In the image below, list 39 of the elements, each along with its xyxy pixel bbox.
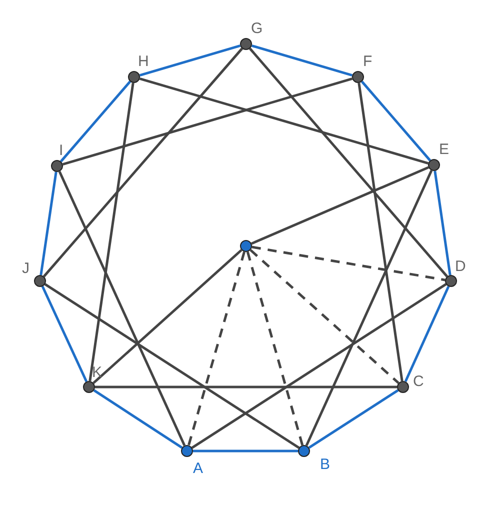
point-label: G — [251, 21, 263, 36]
line-segment — [191, 283, 447, 449]
polygon-side — [60, 80, 132, 162]
line-segment — [305, 170, 433, 446]
point-label: F — [363, 54, 372, 69]
polygon-side — [41, 286, 88, 382]
polygon-side — [404, 286, 450, 382]
line-segment — [358, 82, 404, 382]
polygon-side — [360, 80, 432, 162]
dashed-line-segment — [252, 246, 446, 282]
line-segment — [88, 82, 134, 382]
point-label: B — [320, 457, 330, 472]
line-segment — [44, 283, 300, 449]
dashed-line-segment — [188, 251, 246, 446]
dashed-line-segment — [246, 251, 304, 446]
point-label: D — [455, 259, 466, 274]
point-label: C — [413, 374, 424, 389]
line-segment — [58, 170, 186, 446]
polygon-side — [93, 389, 183, 449]
line-segment — [139, 78, 429, 164]
point-label: I — [59, 143, 64, 158]
line-segment — [251, 166, 429, 245]
polygon-side — [434, 170, 452, 276]
point-label: J — [22, 261, 30, 276]
polygon-side — [251, 44, 353, 76]
line-segment — [92, 249, 242, 384]
line-segment — [62, 78, 353, 166]
point-label: K — [92, 365, 102, 380]
line-segment — [248, 48, 448, 278]
point-label: E — [439, 142, 450, 157]
line-segment — [42, 48, 244, 278]
polygon-side — [139, 44, 241, 76]
point-label: H — [138, 54, 149, 69]
polygon-side — [308, 389, 399, 449]
polygon-side — [40, 172, 58, 276]
dashed-line-segment — [250, 249, 400, 384]
line-segment — [95, 386, 397, 388]
polygon-side — [193, 450, 298, 452]
point-label: A — [193, 461, 204, 476]
